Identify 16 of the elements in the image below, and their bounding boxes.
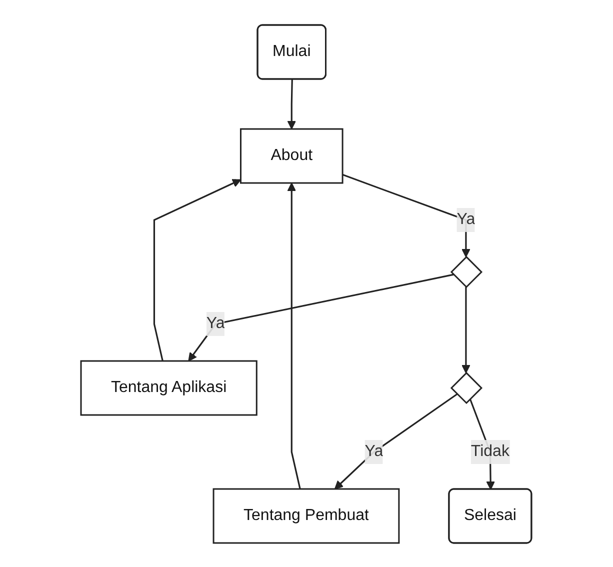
edge-label: Tidak <box>471 442 510 460</box>
edge-label: Ya <box>206 314 226 332</box>
node-box: Tentang Aplikasi <box>80 360 258 416</box>
arrow <box>342 173 471 257</box>
edge-label: Ya <box>457 210 476 228</box>
node-box: About <box>240 128 344 184</box>
arrow <box>288 78 296 129</box>
arrow <box>334 392 458 489</box>
arrow <box>154 178 242 361</box>
node-box: Tentang Pembuat <box>213 488 400 544</box>
node-diamond <box>450 371 483 404</box>
arrow <box>288 182 302 489</box>
arrow <box>462 286 471 373</box>
node-diamond <box>450 255 483 288</box>
arrow <box>188 273 454 361</box>
edge-label: Ya <box>365 442 384 460</box>
